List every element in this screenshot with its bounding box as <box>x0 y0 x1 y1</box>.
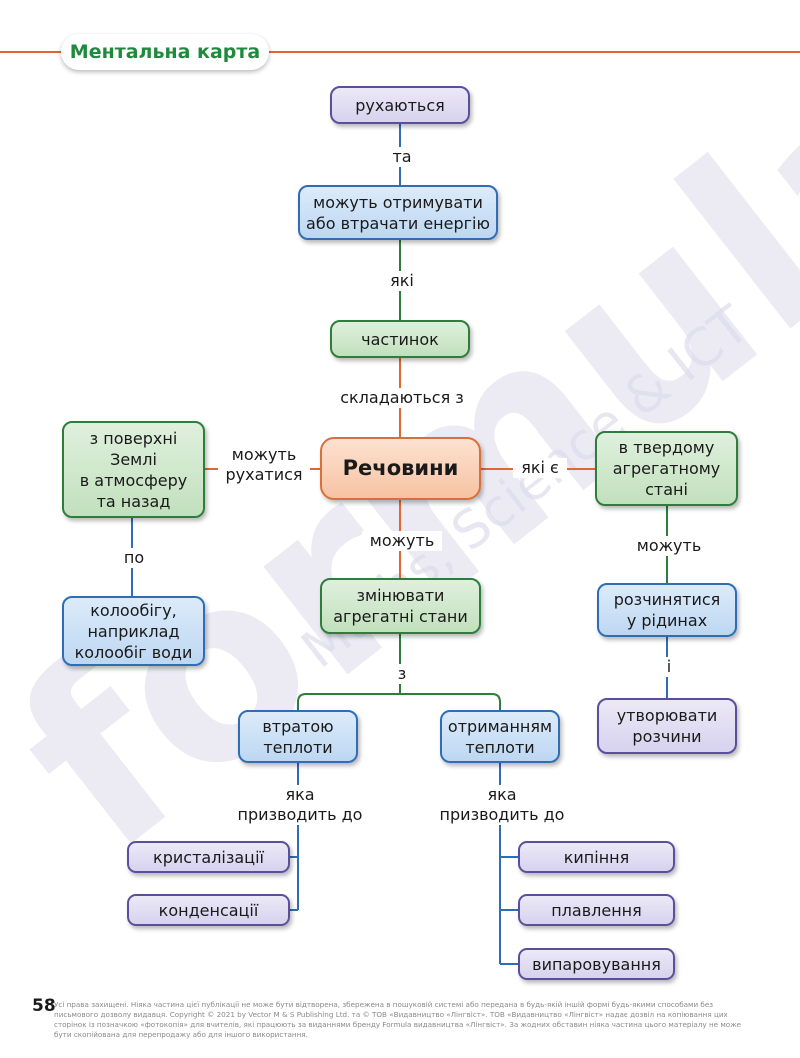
node-heat-loss-label: втратою теплоти <box>262 716 334 757</box>
link-which-are: які є <box>513 458 567 478</box>
node-move: рухаються <box>330 86 470 124</box>
node-boiling-label: кипіння <box>563 847 630 867</box>
node-evaporation: випаровування <box>518 948 675 980</box>
node-particles: частинок <box>330 320 470 358</box>
node-condensation: конденсації <box>127 894 290 926</box>
node-water-cycle-label: колообігу, наприклад колообіг води <box>74 600 193 662</box>
page-title: Ментальна карта <box>69 41 261 63</box>
node-change-states: змінювати агрегатні стани <box>320 578 481 634</box>
link-can-move: можуть рухатися <box>218 445 310 485</box>
link-and-right: і <box>657 657 681 677</box>
node-boiling: кипіння <box>518 841 675 873</box>
node-dissolve: розчинятися у рідинах <box>597 583 737 637</box>
node-solid-state-label: в твердому агрегатному стані <box>612 438 721 499</box>
node-substances: Речовини <box>320 437 481 500</box>
node-form-solutions-label: утворювати розчини <box>616 706 718 746</box>
link-by: по <box>117 548 151 568</box>
header-title-pill: Ментальна карта <box>61 34 269 70</box>
node-particles-label: частинок <box>361 329 439 349</box>
link-can-right: можуть <box>628 536 710 556</box>
node-form-solutions: утворювати розчини <box>597 698 737 754</box>
node-substances-label: Речовини <box>342 456 459 480</box>
node-evaporation-label: випаровування <box>532 954 661 974</box>
node-gain-lose-energy: можуть отримувати або втрачати енергію <box>298 185 498 240</box>
link-which: які <box>382 271 422 291</box>
connector-split-branches <box>297 693 501 710</box>
node-heat-gain-label: отриманням теплоти <box>447 716 553 757</box>
node-crystallization: кристалізації <box>127 841 290 873</box>
link-with: з <box>388 664 416 684</box>
node-condensation-label: конденсації <box>158 900 259 920</box>
link-can-center: можуть <box>362 531 442 551</box>
node-dissolve-label: розчинятися у рідинах <box>613 590 721 630</box>
node-move-label: рухаються <box>355 95 445 115</box>
node-heat-gain: отриманням теплоти <box>440 710 560 763</box>
node-from-surface: з поверхні Землі в атмосферу та назад <box>62 421 205 518</box>
link-leads-to-right: яка призводить до <box>436 785 568 825</box>
node-change-states-label: змінювати агрегатні стани <box>333 586 468 626</box>
node-heat-loss: втратою теплоти <box>238 710 358 763</box>
page-number: 58 <box>32 996 56 1016</box>
node-solid-state: в твердому агрегатному стані <box>595 431 738 506</box>
node-from-surface-label: з поверхні Землі в атмосферу та назад <box>79 428 188 511</box>
copyright-notice: Усі права захищені. Ніяка частина цієї п… <box>54 1000 742 1039</box>
node-melting-label: плавлення <box>551 900 642 920</box>
node-crystallization-label: кристалізації <box>153 847 264 867</box>
link-and: та <box>385 147 419 167</box>
node-melting: плавлення <box>518 894 675 926</box>
node-gain-lose-energy-label: можуть отримувати або втрачати енергію <box>306 192 490 233</box>
node-water-cycle: колообігу, наприклад колообіг води <box>62 596 205 666</box>
header-rule <box>0 51 800 53</box>
link-leads-to-left: яка призводить до <box>234 785 366 825</box>
link-consist-of: складаються з <box>334 388 470 408</box>
